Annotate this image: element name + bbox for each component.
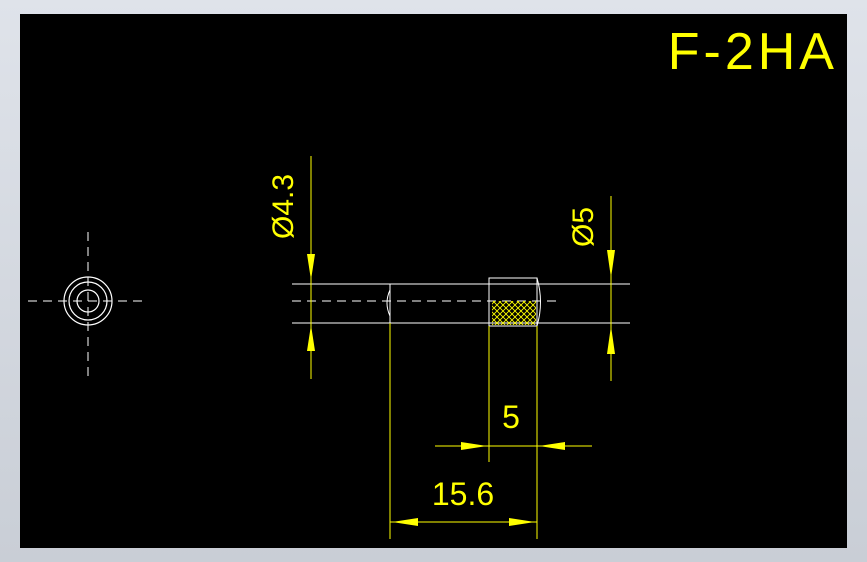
cad-drawing: F-2HA Ø4.3 Ø5 5 [28,23,838,539]
dimension-label-diameter-outer: Ø5 [567,207,600,247]
dimension-label-length-total: 15.6 [432,476,494,512]
dimension-label-diameter-inner: Ø4.3 [267,174,300,239]
dimension-diameter-inner: Ø4.3 [267,156,315,379]
dimension-diameter-outer: Ø5 [567,196,615,381]
hatched-section [492,301,536,325]
dimension-length-total: 15.6 [389,323,537,539]
dimension-label-length-short: 5 [502,399,520,435]
dimension-length-short: 5 [435,326,592,539]
side-view [292,277,630,327]
end-view [28,232,148,382]
drawing-viewport[interactable]: F-2HA Ø4.3 Ø5 5 [20,14,847,548]
drawing-title: F-2HA [668,23,838,81]
